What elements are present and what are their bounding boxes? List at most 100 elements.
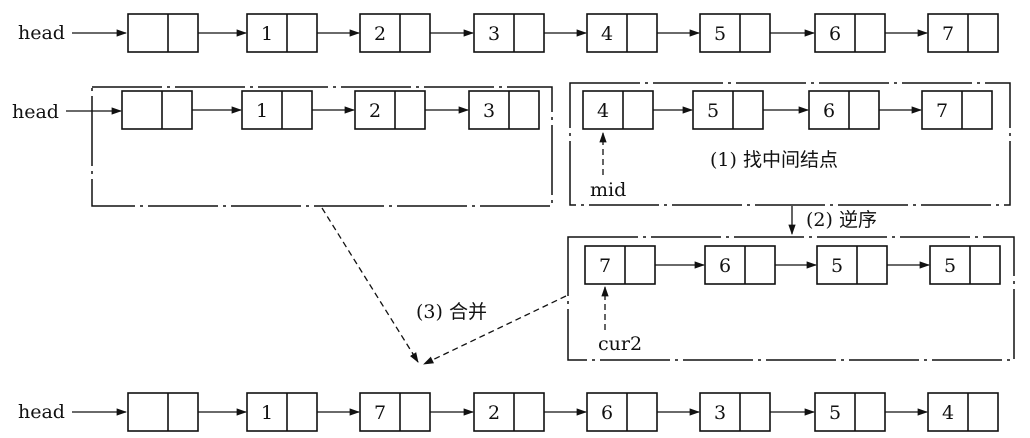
list-node: 4: [586, 13, 658, 53]
node-value: 6: [601, 402, 613, 424]
node-box: [584, 245, 656, 285]
list-node: 3: [468, 90, 540, 130]
node-box: [704, 245, 776, 285]
node-box: [127, 13, 199, 53]
node-box: [927, 392, 999, 432]
node-value: 1: [256, 100, 268, 122]
list-node: 4: [927, 392, 999, 432]
node-value: 2: [374, 23, 386, 45]
list-node: 7: [584, 245, 656, 285]
node-value: 6: [823, 100, 835, 122]
node-box: [246, 392, 318, 432]
second-half-list-row: 4 5 6 7: [582, 90, 993, 130]
node-box: [354, 90, 426, 130]
node-value: 5: [714, 23, 726, 45]
step3-label: (3) 合并: [416, 301, 487, 323]
step1-label: (1) 找中间结点: [710, 149, 838, 171]
list-node: 6: [814, 13, 886, 53]
mid-label: mid: [590, 179, 626, 201]
node-value: 4: [601, 23, 613, 45]
node-box: [121, 90, 193, 130]
list-node: 7: [927, 13, 999, 53]
node-box: [468, 90, 540, 130]
list-node: 2: [359, 13, 431, 53]
head-label-original: head: [18, 22, 65, 44]
node-value: 3: [714, 402, 726, 424]
list-node: 1: [241, 90, 313, 130]
list-node: 2: [473, 392, 545, 432]
cur2-label: cur2: [598, 333, 642, 355]
reversed-list-row: 7 6 5 5: [584, 245, 1001, 285]
list-node: 1: [246, 392, 318, 432]
node-value: 7: [942, 23, 954, 45]
merge-arrow-from-first-half: [321, 207, 419, 363]
node-box: [927, 13, 999, 53]
list-node: 5: [814, 392, 886, 432]
node-box: [816, 245, 888, 285]
node-box: [359, 13, 431, 53]
node-value: 1: [261, 402, 273, 424]
node-box: [808, 90, 880, 130]
node-value: 1: [261, 23, 273, 45]
merge-arrow-from-reversed: [423, 295, 567, 365]
node-value: 7: [374, 402, 386, 424]
node-value: 5: [829, 402, 841, 424]
node-value: 7: [599, 255, 611, 277]
reversed-frame: [567, 236, 1015, 361]
list-node: [121, 90, 193, 130]
list-node: 7: [359, 392, 431, 432]
node-box: [359, 392, 431, 432]
node-box: [127, 392, 199, 432]
node-box: [586, 392, 658, 432]
node-value: 5: [831, 255, 843, 277]
node-value: 7: [936, 100, 948, 122]
list-node: 6: [704, 245, 776, 285]
node-value: 3: [483, 100, 495, 122]
list-node: 1: [246, 13, 318, 53]
node-box: [692, 90, 764, 130]
list-node: 5: [929, 245, 1001, 285]
list-node: [127, 392, 199, 432]
node-box: [586, 13, 658, 53]
node-value: 6: [829, 23, 841, 45]
node-value: 4: [942, 402, 954, 424]
node-value: 6: [719, 255, 731, 277]
node-value: 2: [369, 100, 381, 122]
list-node: [127, 13, 199, 53]
head-label-first-half: head: [12, 101, 59, 123]
node-box: [473, 392, 545, 432]
node-box: [473, 13, 545, 53]
list-node: 2: [354, 90, 426, 130]
list-node: 3: [699, 392, 771, 432]
list-node: 6: [586, 392, 658, 432]
list-node: 5: [816, 245, 888, 285]
node-value: 2: [488, 402, 500, 424]
node-box: [929, 245, 1001, 285]
node-value: 5: [944, 255, 956, 277]
node-value: 5: [707, 100, 719, 122]
node-box: [582, 90, 654, 130]
list-node: 4: [582, 90, 654, 130]
node-value: 3: [488, 23, 500, 45]
merged-list-row: 1 7 2 6 3 5 4: [127, 392, 999, 432]
first-half-list-row: 1 2 3: [121, 90, 540, 130]
node-box: [921, 90, 993, 130]
node-box: [699, 13, 771, 53]
node-value: 4: [597, 100, 609, 122]
node-box: [814, 392, 886, 432]
original-list-row: 1 2 3 4 5 6 7: [127, 13, 999, 53]
node-box: [246, 13, 318, 53]
list-node: 5: [699, 13, 771, 53]
node-box: [241, 90, 313, 130]
list-node: 7: [921, 90, 993, 130]
list-node: 5: [692, 90, 764, 130]
second-half-frame: [569, 82, 1011, 206]
list-node: 6: [808, 90, 880, 130]
head-label-merged: head: [18, 401, 65, 423]
node-box: [699, 392, 771, 432]
first-half-frame: [91, 86, 553, 207]
list-node: 3: [473, 13, 545, 53]
node-box: [814, 13, 886, 53]
step2-label: (2) 逆序: [806, 209, 877, 231]
